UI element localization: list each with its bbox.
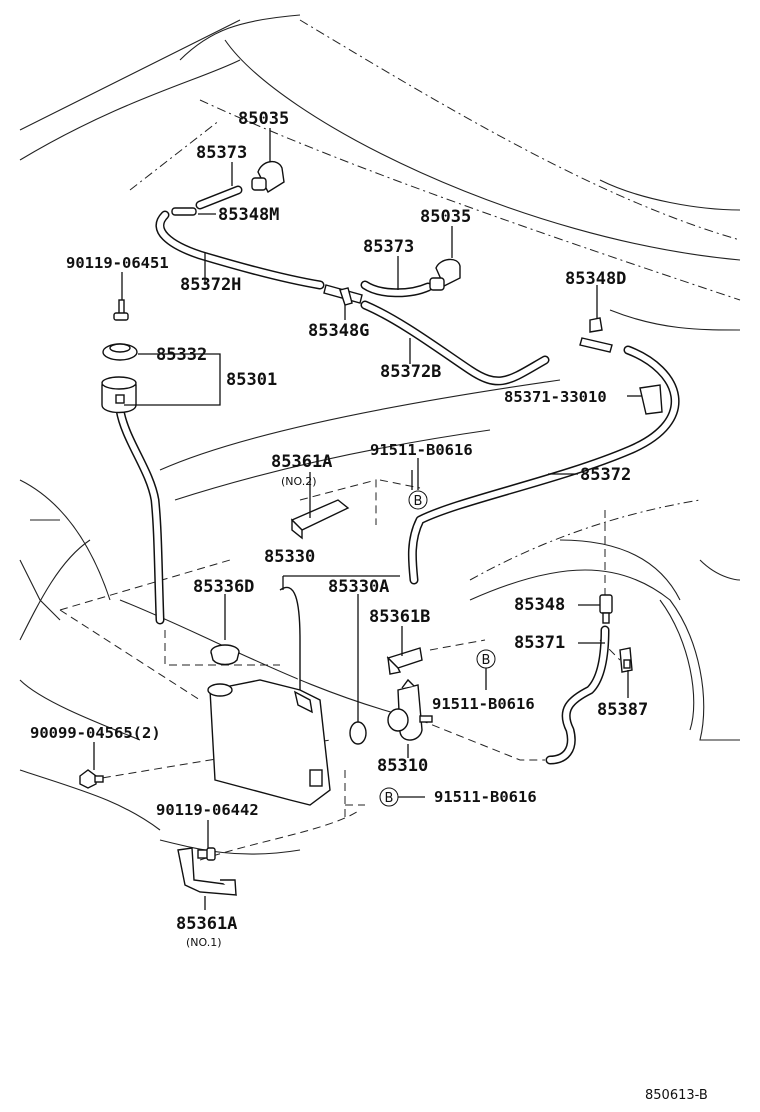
hose-85372H [155, 210, 325, 290]
label-85348D: 85348D [565, 269, 626, 289]
svg-text:B: B [414, 494, 423, 509]
bolt-90099-04565 [79, 769, 104, 789]
bracket-85361A-no2 [290, 499, 350, 540]
label-90119-06451: 90119-06451 [66, 254, 169, 272]
washer-nozzle-top [251, 161, 285, 194]
label-85373-mid: 85373 [363, 237, 414, 257]
washer-nozzle-mid [429, 258, 461, 291]
label-85361A-no1: 85361A [176, 914, 237, 934]
label-85372: 85372 [580, 465, 631, 485]
label-85348M: 85348M [218, 205, 279, 225]
label-85330: 85330 [264, 547, 315, 567]
label-91511-B0616-middle: 91511-B0616 [432, 695, 535, 713]
label-90119-06442: 90119-06442 [156, 801, 259, 819]
leader-lines [93, 128, 642, 910]
connector-85348M [171, 207, 197, 216]
label-85371: 85371 [514, 633, 565, 653]
vehicle-body-outline [19, 14, 741, 855]
hose-85372 [407, 345, 680, 585]
label-85372B: 85372B [380, 362, 441, 382]
marker-b-lower: B [379, 787, 399, 807]
grommet-85336D [210, 644, 240, 666]
connector-85348D [579, 317, 613, 353]
label-85361A-no2-note: (NO.2) [281, 475, 317, 488]
svg-text:B: B [385, 791, 394, 806]
hose-85371 [545, 625, 610, 765]
label-90099-04565: 90099-04565(2) [30, 724, 161, 742]
label-85348: 85348 [514, 595, 565, 615]
label-85387: 85387 [597, 700, 648, 720]
marker-b-upper: B [408, 490, 428, 510]
label-85035-mid: 85035 [420, 207, 471, 227]
bolt-90119-06451 [113, 299, 129, 321]
bracket-85361B [386, 647, 423, 675]
grommet-85330A [349, 721, 367, 745]
clamp-85371-33010 [639, 384, 663, 415]
washer-tank-85330 [207, 586, 331, 806]
hose-85372B [360, 300, 550, 386]
label-85372H: 85372H [180, 275, 241, 295]
connector-85348 [599, 594, 613, 624]
clip-85387 [619, 647, 633, 673]
label-85301: 85301 [226, 370, 277, 390]
connector-85348G [323, 284, 363, 306]
label-85336D: 85336D [193, 577, 254, 597]
cap-85332 [102, 343, 138, 361]
label-85373-top: 85373 [196, 143, 247, 163]
filler-neck-85301 [101, 376, 137, 414]
part-labels: 85035 85373 85348M 90119-06451 85372H 85… [30, 109, 648, 949]
label-85310: 85310 [377, 756, 428, 776]
label-91511-B0616-upper: 91511-B0616 [370, 441, 473, 459]
marker-b-middle: B [476, 649, 496, 669]
label-85332: 85332 [156, 345, 207, 365]
label-85371-33010: 85371-33010 [504, 388, 607, 406]
label-85361B: 85361B [369, 607, 430, 627]
bolt-90119-06442 [197, 847, 216, 861]
label-91511-B0616-lower: 91511-B0616 [434, 788, 537, 806]
pump-85310 [387, 678, 433, 741]
hose-85373-top [195, 185, 243, 210]
svg-text:B: B [482, 653, 491, 668]
label-85361A-no1-note: (NO.1) [186, 936, 222, 949]
filler-pipe [115, 405, 165, 625]
hose-85373-mid [360, 280, 433, 298]
diagram-code: 850613-B [645, 1088, 708, 1103]
label-85361A-no2: 85361A [271, 452, 332, 472]
label-85035-top: 85035 [238, 109, 289, 129]
label-85330A: 85330A [328, 577, 389, 597]
bracket-85361A-no1 [177, 847, 238, 896]
label-85348G: 85348G [308, 321, 369, 341]
